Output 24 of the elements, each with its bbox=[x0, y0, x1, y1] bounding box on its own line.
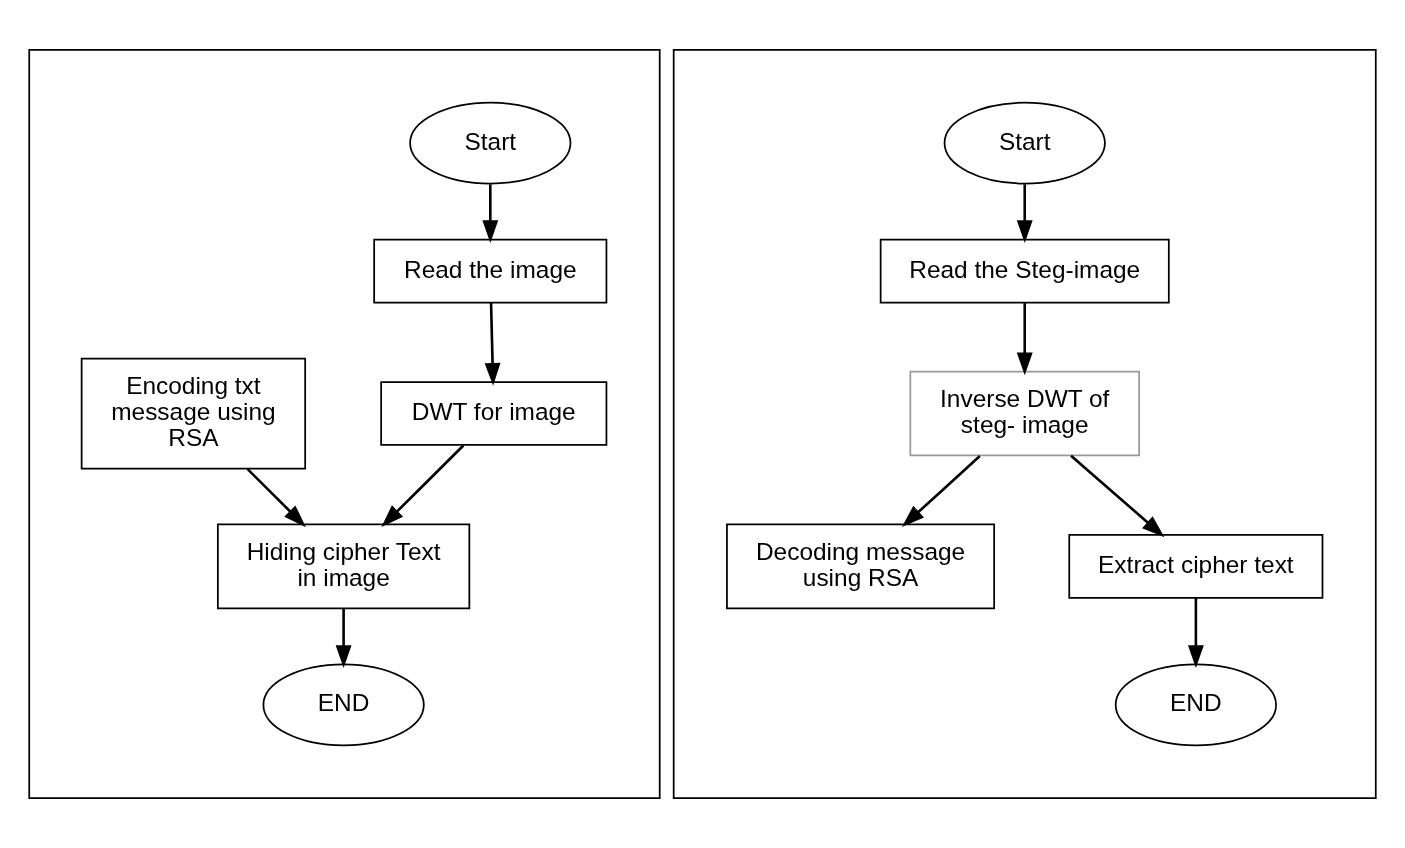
arrow bbox=[484, 303, 501, 386]
node-box: Hiding cipher Text in image bbox=[216, 523, 471, 610]
node-ellipse: END bbox=[262, 663, 425, 747]
arrow bbox=[482, 184, 499, 243]
arrow bbox=[901, 455, 981, 527]
node-box: Inverse DWT of steg- image bbox=[909, 370, 1140, 457]
node-box: Read the image bbox=[373, 238, 608, 304]
node-ellipse: Start bbox=[409, 101, 572, 185]
node-box: Encoding txt message using RSA bbox=[80, 357, 307, 470]
arrow bbox=[1016, 303, 1033, 376]
arrow bbox=[1070, 454, 1165, 538]
node-ellipse: Start bbox=[943, 101, 1106, 185]
node-box: DWT for image bbox=[380, 381, 608, 446]
node-box: Extract cipher text bbox=[1068, 534, 1324, 599]
node-box: Read the Steg-image bbox=[879, 238, 1170, 304]
arrow bbox=[1016, 184, 1033, 243]
arrow bbox=[1187, 598, 1204, 668]
arrow bbox=[335, 608, 352, 668]
cluster bbox=[672, 49, 1377, 799]
cluster bbox=[28, 49, 661, 799]
arrow bbox=[246, 468, 306, 528]
node-box: Decoding message using RSA bbox=[726, 523, 996, 610]
node-ellipse: END bbox=[1114, 663, 1277, 747]
arrow bbox=[381, 444, 465, 528]
